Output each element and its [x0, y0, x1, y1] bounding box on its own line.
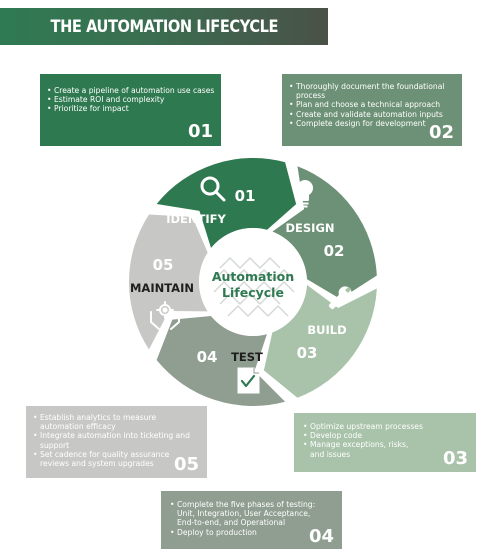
- segment-01-number: 01: [235, 187, 256, 205]
- step-04-box: Complete the five phases of testing: Uni…: [161, 491, 342, 549]
- step-04-item: Complete the five phases of testing: Uni…: [170, 500, 329, 528]
- segment-01-label: IDENTIFY: [166, 212, 226, 226]
- segment-identify: [156, 158, 297, 249]
- step-03-item: Develop code: [303, 431, 470, 440]
- step-03-item: Optimize upstream processes: [303, 422, 470, 431]
- center-title-line2: Lifecycle: [222, 285, 284, 300]
- step-05-item: Establish analytics to measure automatio…: [33, 413, 190, 431]
- title-banner: THE AUTOMATION LIFECYCLE: [0, 8, 328, 45]
- step-04-box-number: 04: [308, 526, 334, 547]
- step-05-item: Set cadence for quality assurance review…: [33, 450, 180, 468]
- segment-03-label: BUILD: [307, 323, 346, 337]
- center-circle: [199, 228, 307, 336]
- segment-04-label: TEST: [231, 350, 263, 364]
- segment-02-number: 02: [324, 242, 345, 260]
- step-05-item: Integrate automation into ticketing and …: [33, 431, 190, 449]
- wrench-icon: [328, 286, 352, 310]
- checklist-icon: [237, 367, 260, 394]
- step-02-item: Create and validate automation inputs: [289, 110, 456, 119]
- segment-02-label: DESIGN: [285, 221, 334, 235]
- segment-03-number: 03: [297, 344, 318, 362]
- step-02-item: Thoroughly document the foundational pro…: [289, 82, 456, 100]
- step-02-item: Complete design for development: [289, 119, 456, 128]
- step-04-item: Deploy to production: [170, 528, 336, 537]
- segment-maintain: [128, 214, 208, 350]
- step-03-box: Optimize upstream processes Develop code…: [294, 413, 476, 472]
- step-02-item: Plan and choose a technical approach: [289, 100, 456, 109]
- step-02-box: Thoroughly document the foundational pro…: [282, 74, 462, 146]
- lightbulb-icon: [297, 180, 313, 208]
- magnifier-icon: [200, 176, 226, 202]
- hands-gear-icon: [150, 301, 180, 330]
- step-05-box: Establish analytics to measure automatio…: [26, 406, 207, 478]
- center-pattern: [213, 257, 295, 317]
- step-01-item: Estimate ROI and complexity: [47, 95, 215, 104]
- segment-design: [272, 166, 377, 299]
- step-01-item: Create a pipeline of automation use case…: [47, 86, 215, 95]
- segment-05-number: 05: [153, 256, 174, 274]
- center-title-line1: Automation: [212, 269, 294, 284]
- step-03-item: Manage exceptions, risks, and issues: [303, 440, 422, 458]
- step-03-box-number: 03: [442, 448, 468, 469]
- step-01-box: Create a pipeline of automation use case…: [40, 74, 221, 146]
- step-02-box-number: 02: [428, 122, 454, 143]
- segment-05-label: MAINTAIN: [130, 281, 194, 295]
- segment-04-number: 04: [197, 348, 218, 366]
- step-01-box-number: 01: [187, 121, 213, 142]
- step-01-item: Prioritize for impact: [47, 104, 215, 113]
- step-05-box-number: 05: [173, 454, 199, 475]
- page-title: THE AUTOMATION LIFECYCLE: [50, 16, 278, 37]
- segment-build: [263, 284, 377, 398]
